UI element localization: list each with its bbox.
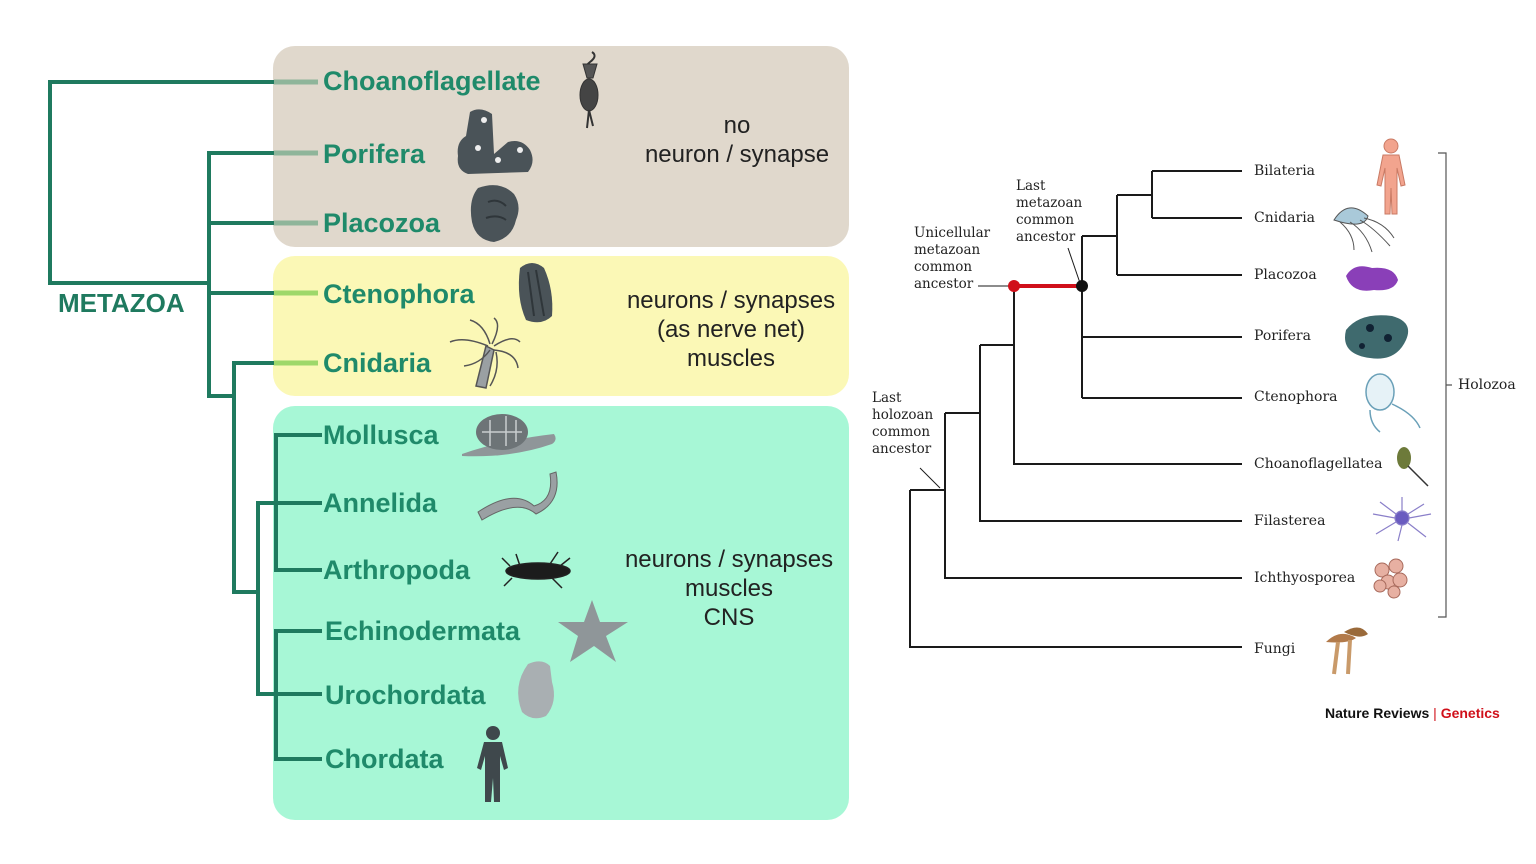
credit-section: Genetics bbox=[1440, 705, 1500, 721]
human-figure-icon bbox=[1376, 138, 1406, 215]
sea-anemone-icon bbox=[449, 317, 521, 389]
note-cns-line-2: muscles bbox=[684, 575, 774, 602]
tree-branches bbox=[909, 152, 1452, 648]
worm-icon bbox=[477, 471, 558, 521]
note-cns-line-3: CNS bbox=[703, 604, 755, 631]
lhca-line-1: Last bbox=[872, 390, 902, 406]
note-nerve-net-line-3: muscles bbox=[686, 345, 776, 372]
taxon-chordata: Chordata bbox=[325, 744, 444, 774]
note-no-neurons-line-1: no bbox=[723, 112, 751, 139]
taxon-annelida: Annelida bbox=[323, 488, 438, 518]
lhca-line-3: common bbox=[872, 424, 931, 440]
taxon-urochordata: Urochordata bbox=[325, 680, 486, 710]
lhca-line-2: holozoan bbox=[872, 407, 934, 423]
metazoan-ancestor-node bbox=[1076, 280, 1088, 292]
beetle-icon bbox=[501, 551, 571, 589]
comb-jelly-icon bbox=[1365, 373, 1421, 433]
right-taxon-fungi: Fungi bbox=[1254, 641, 1296, 657]
note-nerve-net: neurons / synapses (as nerve net) muscle… bbox=[610, 286, 852, 373]
jellyfish-icon bbox=[1333, 207, 1395, 253]
taxon-mollusca: Mollusca bbox=[323, 420, 439, 450]
right-taxon-choanoflagellatea: Choanoflagellatea bbox=[1254, 456, 1383, 472]
lmca-line-2: metazoan bbox=[1016, 195, 1083, 211]
group-panel-nerve-net bbox=[273, 256, 849, 396]
taxon-choanoflagellate: Choanoflagellate bbox=[323, 66, 541, 96]
sponge-icon bbox=[1345, 315, 1409, 359]
lmca-line-3: common bbox=[1016, 212, 1075, 228]
taxon-porifera: Porifera bbox=[323, 139, 426, 169]
starfish-icon bbox=[558, 600, 628, 662]
unicellular-ancestor-node bbox=[1008, 280, 1020, 292]
uca-line-3: common bbox=[914, 259, 973, 275]
right-taxon-ctenophora: Ctenophora bbox=[1254, 389, 1338, 405]
placozoan-icon bbox=[470, 185, 519, 242]
metazoa-label: METAZOA bbox=[58, 288, 185, 318]
note-cns-line-1: neurons / synapses bbox=[624, 546, 834, 573]
uca-line-1: Unicellular bbox=[914, 225, 991, 241]
comb-jelly-icon bbox=[518, 263, 553, 323]
lmca-line-1: Last bbox=[1016, 178, 1046, 194]
choanoflagellate-icon bbox=[1397, 447, 1429, 487]
ichthyosporean-icon bbox=[1373, 558, 1408, 599]
group-panel-cns bbox=[273, 406, 849, 820]
lmca-line-4: ancestor bbox=[1016, 229, 1076, 245]
taxon-cnidaria: Cnidaria bbox=[323, 348, 432, 378]
filasterean-icon bbox=[1372, 497, 1432, 542]
right-taxon-filasterea: Filasterea bbox=[1254, 513, 1326, 529]
group-panel-no-neurons bbox=[273, 46, 849, 247]
right-taxon-bilateria: Bilateria bbox=[1254, 163, 1316, 179]
lhca-line-4: ancestor bbox=[872, 441, 932, 457]
choanoflagellate-icon bbox=[579, 51, 599, 129]
right-taxon-ichthyosporea: Ichthyosporea bbox=[1254, 570, 1356, 586]
uca-line-2: metazoan bbox=[914, 242, 981, 258]
sponge-icon bbox=[457, 109, 533, 174]
sea-squirt-icon bbox=[518, 661, 554, 719]
note-nerve-net-line-1: neurons / synapses bbox=[626, 287, 836, 314]
unicellular-ancestor-note: Unicellular metazoan common ancestor bbox=[914, 225, 990, 293]
note-no-neurons: no neuron / synapse bbox=[622, 111, 852, 169]
uca-line-4: ancestor bbox=[914, 276, 974, 292]
right-taxon-cnidaria: Cnidaria bbox=[1254, 210, 1316, 226]
taxon-arthropoda: Arthropoda bbox=[323, 555, 470, 585]
last-metazoan-ancestor-note: Last metazoan common ancestor bbox=[1016, 178, 1082, 246]
last-holozoan-ancestor-note: Last holozoan common ancestor bbox=[872, 390, 933, 458]
right-taxon-porifera: Porifera bbox=[1254, 328, 1311, 344]
note-cns: neurons / synapses muscles CNS bbox=[606, 545, 852, 632]
right-taxon-placozoa: Placozoa bbox=[1254, 267, 1317, 283]
note-no-neurons-line-2: neuron / synapse bbox=[644, 141, 830, 168]
holozoa-bracket-label: Holozoa bbox=[1458, 377, 1516, 393]
human-icon bbox=[477, 726, 508, 802]
mushroom-icon bbox=[1326, 627, 1368, 675]
taxon-echinodermata: Echinodermata bbox=[325, 616, 521, 646]
taxon-placozoa: Placozoa bbox=[323, 208, 441, 238]
credit-journal: Nature Reviews bbox=[1325, 705, 1430, 721]
source-credit: Nature Reviews | Genetics bbox=[1325, 705, 1500, 721]
placozoan-icon bbox=[1346, 266, 1398, 291]
snail-icon bbox=[462, 414, 556, 457]
credit-separator: | bbox=[1429, 705, 1441, 721]
taxon-ctenophora: Ctenophora bbox=[323, 279, 475, 309]
note-nerve-net-line-2: (as nerve net) bbox=[656, 316, 806, 343]
